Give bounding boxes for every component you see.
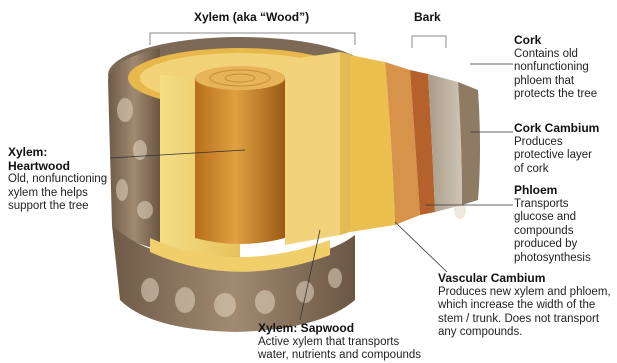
label-heartwood-text: Old, nonfunctioning xylem the helps supp… bbox=[8, 173, 118, 214]
label-sapwood: Xylem: Sapwood Active xylem that transpo… bbox=[258, 322, 438, 363]
label-phloem: Phloem Transports glucose and compounds … bbox=[514, 184, 614, 265]
label-bark: Bark bbox=[414, 11, 441, 25]
heartwood-cylinder bbox=[195, 78, 285, 244]
label-cork-title: Cork bbox=[514, 34, 614, 48]
label-vascular-cambium-text: Produces new xylem and phloem, which inc… bbox=[438, 286, 616, 340]
label-cork-cambium: Cork Cambium Produces protective layer o… bbox=[514, 122, 614, 176]
label-phloem-title: Phloem bbox=[514, 184, 614, 198]
sapwood-panel-edge bbox=[340, 52, 350, 235]
label-vascular-cambium-title: Vascular Cambium bbox=[438, 272, 616, 286]
label-xylem-wood-title: Xylem (aka “Wood”) bbox=[194, 11, 309, 25]
label-sapwood-title: Xylem: Sapwood bbox=[258, 322, 438, 336]
label-cork-text: Contains old nonfunctioning phloem that … bbox=[514, 48, 614, 102]
label-vascular-cambium: Vascular Cambium Produces new xylem and … bbox=[438, 272, 616, 340]
label-cork-cambium-title: Cork Cambium bbox=[514, 122, 614, 136]
label-bark-title: Bark bbox=[414, 11, 441, 25]
label-sapwood-text: Active xylem that transports water, nutr… bbox=[258, 336, 438, 363]
label-phloem-text: Transports glucose and compounds produce… bbox=[514, 198, 614, 266]
leader-vascular-cambium bbox=[395, 222, 447, 272]
label-cork-cambium-text: Produces protective layer of cork bbox=[514, 136, 614, 177]
label-heartwood: Xylem: Heartwood Old, nonfunctioning xyl… bbox=[8, 146, 118, 214]
label-cork: Cork Contains old nonfunctioning phloem … bbox=[514, 34, 614, 102]
sapwood-panel bbox=[285, 52, 340, 245]
label-xylem-wood: Xylem (aka “Wood”) bbox=[194, 11, 309, 25]
label-heartwood-title: Xylem: Heartwood bbox=[8, 146, 118, 173]
